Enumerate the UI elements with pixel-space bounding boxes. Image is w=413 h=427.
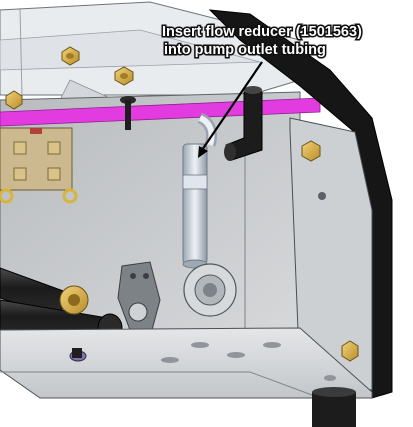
screw [120, 96, 136, 130]
foot [312, 387, 356, 427]
hex-nut-side-lower [341, 340, 359, 362]
hex-nut-top-left [61, 46, 80, 66]
leader-arrow [198, 61, 263, 158]
bottom-tray [0, 327, 373, 399]
side-frame [208, 9, 393, 399]
grey-bracket [117, 261, 161, 331]
brass-fitting [59, 285, 89, 315]
callout-line-1: Insert flow reducer (1501563) [161, 23, 364, 42]
side-panel-screw [318, 192, 326, 200]
elbow-fitting [224, 86, 263, 161]
pump-outlet-tubing [182, 112, 218, 269]
hex-nut-top-center [114, 66, 134, 86]
callout-line-2: into pump outlet tubing [163, 41, 328, 60]
magenta-band [0, 97, 321, 127]
hex-nut-side-upper [301, 140, 321, 162]
relay-block [0, 127, 78, 204]
hex-nut-left [5, 90, 23, 110]
round-port [183, 263, 237, 317]
